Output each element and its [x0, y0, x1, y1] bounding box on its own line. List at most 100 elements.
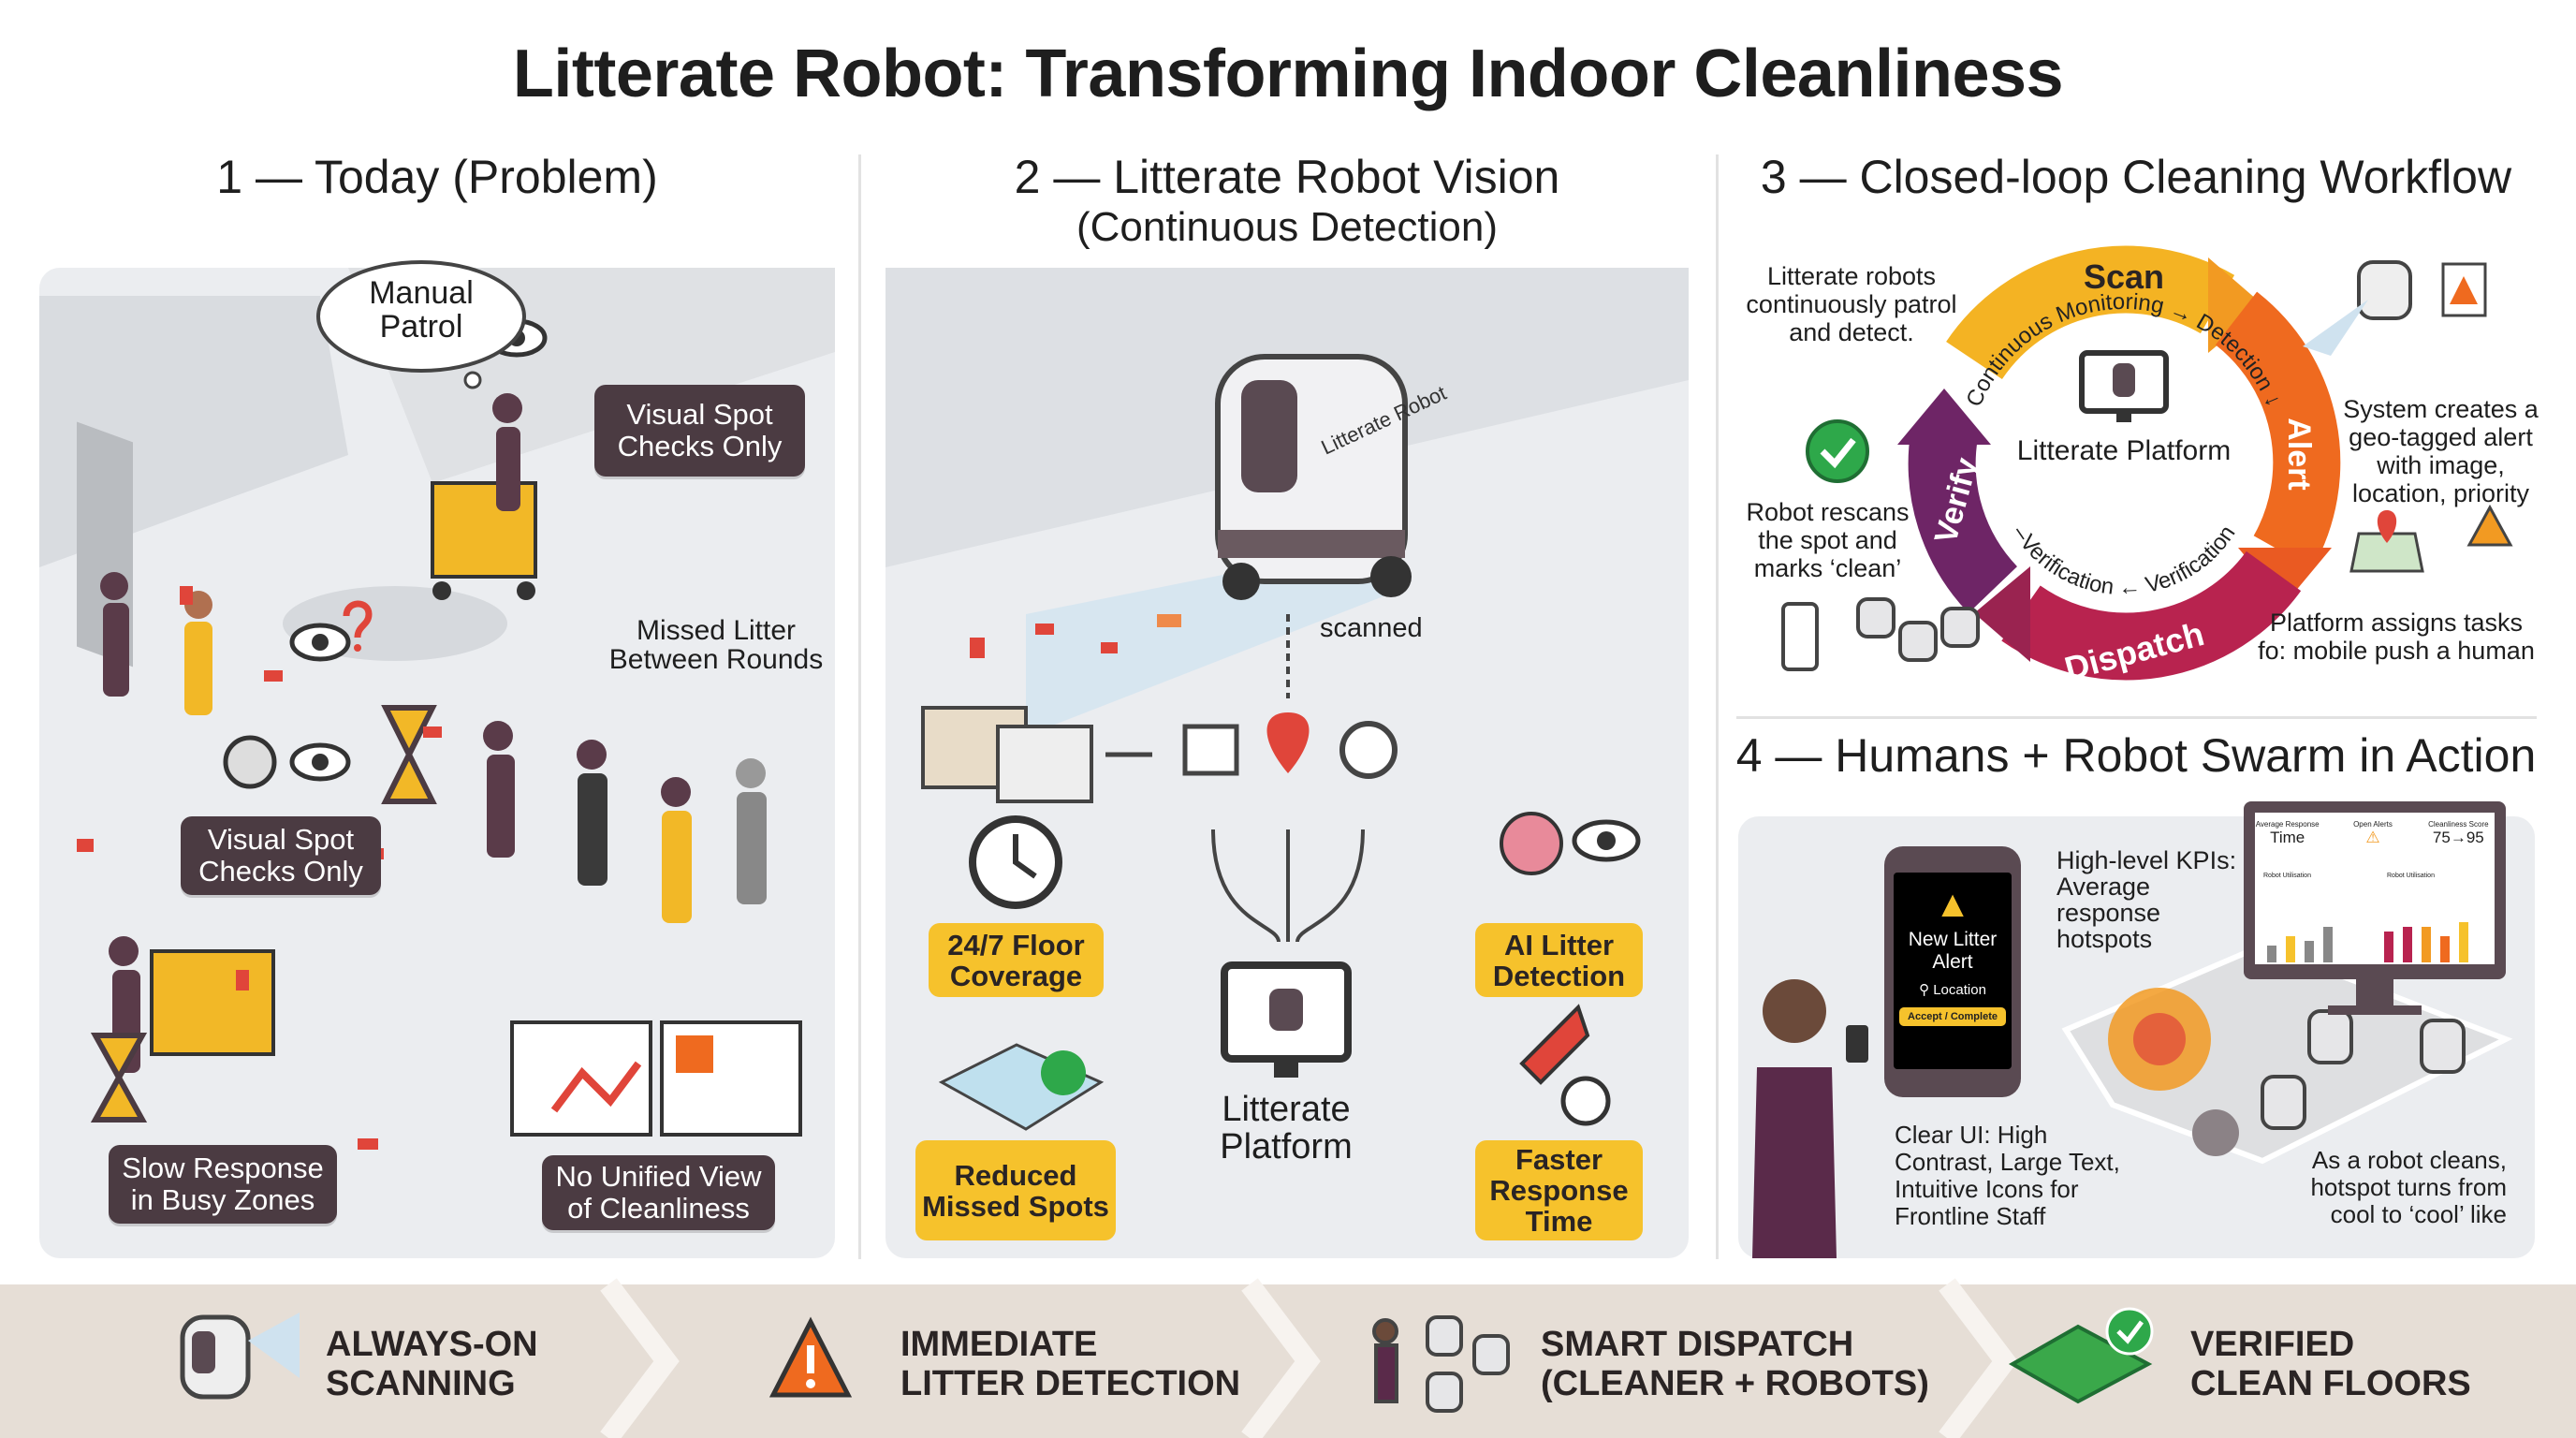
mall-illustration	[39, 268, 835, 1150]
clock-icon	[1339, 721, 1398, 779]
kpi-value: Time	[2270, 829, 2305, 846]
benefit-line: (CLEANER + ROBOTS)	[1541, 1364, 1929, 1403]
monitor-icon	[2079, 350, 2169, 422]
alert-note: System creates a geo-tagged alert with i…	[2343, 395, 2539, 507]
kpi-note: High-level KPIs: Average response hotspo…	[2056, 846, 2237, 953]
visual-spot-checks-label: Visual Spot Checks Only	[594, 385, 805, 477]
dispatch-arc	[2001, 550, 2302, 681]
thought-cloud	[316, 260, 526, 389]
robot-vision-illustration: Litterate Robot	[886, 268, 1689, 1131]
chart-title: Robot Utilisation	[2387, 873, 2435, 879]
benefit-line: SCANNING	[326, 1364, 516, 1403]
alert-title: New Litter Alert	[1908, 929, 1998, 973]
pin-icon: ⚲	[1919, 982, 1934, 998]
dispatch-icon	[1372, 1315, 1510, 1413]
photos-icon	[921, 706, 1093, 803]
kpi-label: Cleanliness Score	[2428, 820, 2489, 829]
robot-icon	[1215, 354, 1412, 600]
pin-icon	[1266, 712, 1310, 773]
scan-beam	[1026, 549, 1410, 736]
kpi-card: Open Alerts⚠	[2332, 820, 2413, 847]
visual-spot-checks-label: Visual Spot Checks Only	[181, 816, 381, 895]
kpi-value: ⚠	[2365, 829, 2380, 846]
stage-scan: Scan	[2083, 257, 2165, 296]
col2-heading: 2 — Litterate Robot Vision(Continuous De…	[886, 152, 1689, 253]
benefit-line: VERIFIED	[2190, 1325, 2355, 1364]
manual-patrol-label: Manual Patrol	[369, 275, 474, 345]
platform-label: Litterate Platform	[1220, 1090, 1353, 1167]
chevron-icon	[600, 1278, 2018, 1438]
scan-arc	[1946, 245, 2235, 380]
phone-screen: ▲ New Litter Alert ⚲ Location Accept / C…	[1894, 873, 2012, 1069]
image-icon	[1182, 724, 1239, 776]
band-chevrons	[180, 1278, 2154, 1438]
hourglass-icon	[90, 705, 437, 1123]
monitor-icon	[1221, 961, 1352, 1078]
scanned-label: scanned	[1320, 613, 1423, 643]
benefit-smart-dispatch: SMART DISPATCH(CLEANER + ROBOTS)	[1541, 1325, 1929, 1403]
swarm-illustration	[1752, 801, 2513, 1258]
dashboard-monitor	[2244, 801, 2506, 1015]
rocket-icon	[1519, 1004, 1611, 1126]
cycle-center-label: Litterate Platform	[2016, 435, 2232, 466]
robot-scan-icon	[2303, 260, 2487, 356]
hotspot-note: As a robot cleans, hotspot turns from co…	[2310, 1146, 2507, 1228]
floor-coverage-label: 24/7 Floor Coverage	[929, 923, 1104, 997]
map-alert-icon	[2349, 504, 2513, 573]
scan-note: Litterate robots continuously patrol and…	[1746, 262, 1957, 346]
divider	[858, 154, 861, 1259]
phone-icon	[1781, 602, 1819, 671]
litter-icon	[77, 586, 442, 1150]
divider	[1736, 716, 2537, 719]
robot-swarm-icon	[1856, 597, 1980, 662]
no-unified-view-label: No Unified View of Cleanliness	[542, 1155, 775, 1230]
brain-eye-icon	[1500, 812, 1641, 875]
dashboard-screens-icon	[510, 1020, 802, 1137]
alert-arc	[2215, 291, 2341, 569]
cycle-side-icons	[1781, 260, 2513, 671]
phone: ▲ New Litter Alert ⚲ Location Accept / C…	[1884, 846, 2021, 1097]
benefit-line: CLEAN FLOORS	[2190, 1364, 2471, 1403]
warning-icon	[768, 1316, 853, 1398]
col2-heading-line2: (Continuous Detection)	[1076, 204, 1498, 250]
workflow-cycle: Continuous Monitoring → Detection ↓ –Ver…	[1897, 245, 2341, 681]
staff-person-icon	[1752, 979, 1868, 1258]
robot-icon	[2261, 1009, 2466, 1130]
benefit-line: LITTER DETECTION	[900, 1364, 1241, 1403]
page-title: Litterate Robot: Transforming Indoor Cle…	[512, 37, 2064, 111]
bar-chart	[2267, 922, 2468, 962]
person-icon	[100, 393, 767, 1073]
chart-title: Robot Utilisation	[2263, 873, 2311, 879]
verify-arc	[1908, 430, 2018, 613]
warning-icon: ▲	[1934, 884, 1971, 925]
robot-icon	[180, 1313, 300, 1400]
benefit-line: SMART DISPATCH	[1541, 1325, 1854, 1364]
kpi-label: Open Alerts	[2353, 820, 2393, 829]
location-label: Location	[1933, 982, 1986, 998]
slow-response-label: Slow Response in Busy Zones	[109, 1145, 337, 1224]
litter-icon	[970, 614, 1181, 658]
col1-heading: 1 — Today (Problem)	[216, 151, 658, 203]
kpi-label: Average Response	[2255, 820, 2320, 829]
cart-icon	[150, 949, 275, 1056]
ai-detection-label: AI Litter Detection	[1475, 923, 1643, 997]
col3-heading: 3 — Closed-loop Cleaning Workflow	[1760, 151, 2512, 203]
faster-response-label: Faster Response Time	[1475, 1140, 1643, 1240]
kpi-value: 75→95	[2432, 829, 2484, 846]
check-icon	[1806, 419, 1869, 483]
arrow	[1211, 829, 1365, 943]
benefit-line: IMMEDIATE	[900, 1325, 1098, 1364]
divider	[1716, 154, 1719, 1259]
accept-complete-button[interactable]: Accept / Complete	[1899, 1007, 2006, 1026]
reduced-missed-label: Reduced Missed Spots	[915, 1140, 1116, 1240]
dispatch-note: Platform assigns tasks fo: mobile push a…	[2258, 609, 2535, 665]
missed-litter-label: Missed Litter Between Rounds	[608, 615, 824, 675]
benefit-line: ALWAYS-ON	[326, 1325, 538, 1364]
check-floor-icon	[2008, 1307, 2154, 1404]
question-icon	[343, 600, 373, 638]
